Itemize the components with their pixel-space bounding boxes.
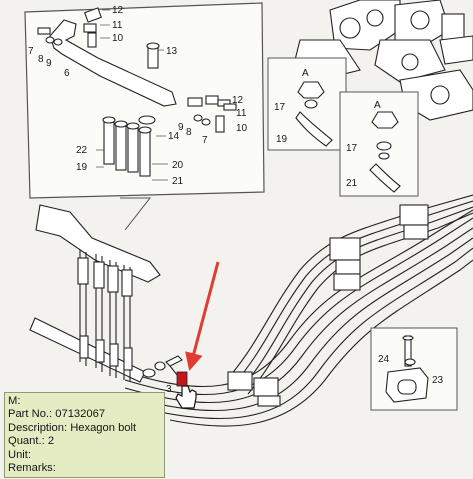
callout-7b: 7 [202, 135, 208, 146]
callout-7a: 7 [28, 46, 34, 57]
tooltip-remarks-row: Remarks: [8, 462, 161, 475]
callout-6: 6 [64, 68, 70, 79]
callout-8b: 8 [186, 127, 192, 138]
callout-12b: 12 [232, 95, 244, 106]
callout-3: 3 [166, 384, 172, 395]
left-bracket-assembly [29, 204, 161, 383]
callout-9a: 9 [46, 58, 52, 69]
callout-12a: 12 [112, 5, 124, 16]
quantity-value: 2 [47, 435, 55, 448]
callout-13: 13 [166, 46, 178, 57]
hand-pointer-icon [175, 385, 197, 409]
callout-21b: 21 [346, 178, 358, 189]
callout-23: 23 [432, 375, 444, 386]
callout-9b: 9 [178, 122, 184, 133]
callout-24: 24 [378, 354, 390, 365]
hydraulic-pump-assembly [294, 0, 473, 121]
tooltip-desc-row: Description: Hexagon bolt [8, 422, 161, 435]
tooltip-unit-row: Unit: [8, 449, 161, 462]
callout-a1: A [302, 68, 309, 79]
callout-22: 22 [76, 145, 88, 156]
tooltip-part-row: Part No.: 07132067 [8, 408, 161, 421]
callout-17b: 17 [346, 143, 358, 154]
quantity-label: Quant.: [8, 435, 45, 448]
callout-8a: 8 [38, 54, 44, 65]
callout-11b: 11 [236, 108, 247, 119]
detail-a-panel-2: A 17 21 [339, 91, 419, 197]
part-info-tooltip: M: Part No.: 07132067 Description: Hexag… [4, 392, 165, 478]
callout-a2: A [374, 100, 381, 111]
callout-19a: 19 [76, 162, 88, 173]
selected-part-highlight[interactable] [176, 371, 188, 387]
clamp-detail-panel: 24 23 [370, 327, 458, 411]
unit-label: Unit: [8, 448, 32, 461]
description-label: Description: [8, 421, 68, 434]
rear-hose-bundle [229, 194, 473, 395]
tooltip-qty-row: Quant.: 2 [8, 435, 161, 448]
detail-a-panel-1: A 17 19 [267, 57, 347, 151]
callout-14: 14 [168, 131, 180, 142]
hexagon-bolt-part [142, 355, 186, 386]
m-label: M: [8, 395, 21, 407]
callout-20: 20 [172, 160, 184, 171]
part-no-value: 07132067 [55, 408, 106, 421]
callout-17a: 17 [274, 102, 286, 113]
callout-10a: 10 [112, 33, 124, 44]
hose-clamps [227, 204, 429, 407]
detail-panel-top-left: 12 11 10 13 7 8 9 6 14 12 11 10 9 8 7 22… [24, 2, 265, 231]
callout-11a: 11 [112, 20, 123, 31]
part-no-label: Part No.: [8, 408, 53, 421]
callout-19b: 19 [276, 134, 288, 145]
tooltip-m-row: M: [8, 395, 161, 408]
callout-10b: 10 [236, 123, 248, 134]
remarks-label: Remarks: [8, 462, 56, 475]
pointer-arrow [185, 261, 220, 371]
description-value: Hexagon bolt [70, 421, 137, 434]
callout-21a: 21 [172, 176, 184, 187]
